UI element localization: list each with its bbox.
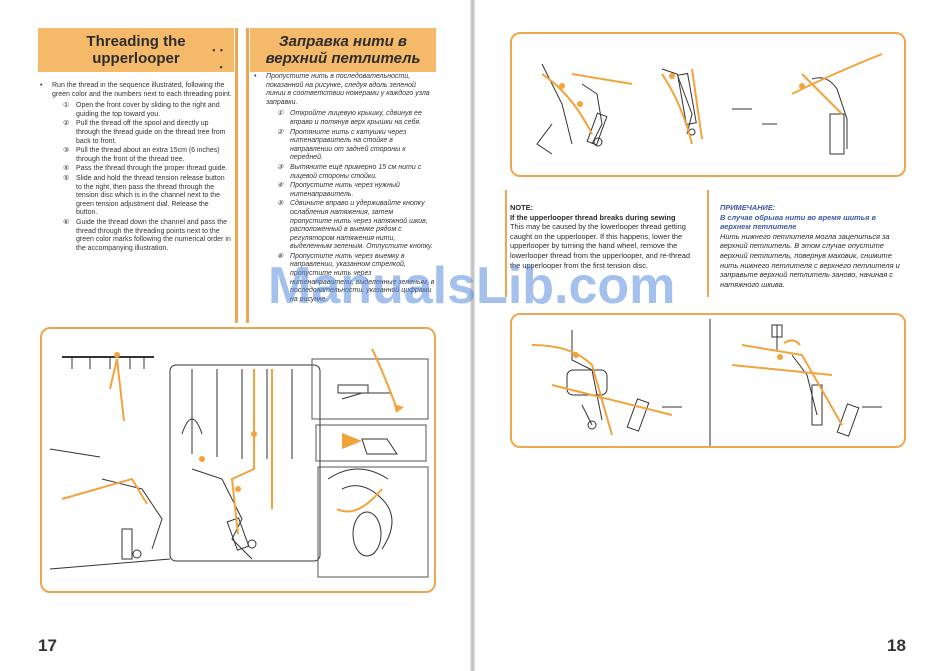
step-text: Пропустите нить через нужный нитенаправи… [290,182,400,198]
step-item: ④ Pass the thread through the proper thre… [63,165,232,174]
step-item: ⑥ Guide the thread down the channel and p… [63,218,232,253]
step-item: ④ Пропустите нить через нужный нитенаправ… [277,182,436,199]
step-text: Сдвиньте вправо и удерживайте кнопку осл… [290,200,433,251]
column-divider-en [235,28,238,323]
note-russian-subheading: В случае обрыва нити во время шитья в ве… [720,212,876,232]
step-text: Pass the thread through the proper threa… [76,165,228,173]
book-gutter [470,0,475,671]
step-item: ⑤ Сдвиньте вправо и удерживайте кнопку ос… [277,200,436,252]
title-russian-line2: верхний петлитель [265,50,421,67]
step-number: ⑥ [63,218,70,226]
step-number: ⑥ [277,252,284,260]
step-number: ① [63,102,70,110]
intro-russian-text: Пропустите нить в последовательности, по… [266,73,430,106]
instructions-english: • Run the thread in the sequence illustr… [40,82,232,254]
step-item: ⑤ Slide and hold the thread tension relea… [63,174,232,218]
title-english: Threading the upperlooper • • • [38,28,234,72]
threading-diagram [49,348,429,578]
page-number-17: 17 [38,636,57,655]
step-item: ⑥ Пропустите нить через выемку в направле… [277,252,436,305]
title-russian: Заправка нити в верхний петлитель [250,28,436,72]
looper-illustration-bottom [510,313,906,448]
bullet-icon: • [40,82,43,89]
step-number: ② [63,120,70,128]
title-english-line1: Threading the [86,33,186,50]
step-number: ⑤ [63,174,70,182]
step-item: ② Протяните нить с катушки через нитенапр… [277,128,436,163]
step-text: Pull the thread about an extra 15cm (6 i… [76,147,220,163]
step-number: ⑤ [277,200,284,208]
note-english-heading: NOTE: [510,203,533,212]
step-text: Вытяните ещё примерно 15 см нити с лицев… [290,163,422,180]
note-russian: ПРИМЕЧАНИЕ: В случае обрыва нити во врем… [720,203,906,289]
looper-illustration-top [510,32,906,177]
instructions-russian: • Пропустите нить в последовательности, … [254,73,436,305]
step-text: Пропустите нить через выемку в направлен… [290,252,435,303]
intro-russian: • Пропустите нить в последовательности, … [254,73,436,107]
note-russian-body: Нить нижнего петлителя могла зацепиться … [720,231,900,289]
column-divider-ru [246,28,249,323]
step-text: Open the front cover by sliding to the r… [76,102,220,118]
title-english-line2: upperlooper [92,50,180,67]
decorative-dots: • • • [212,45,224,72]
note-russian-heading: ПРИМЕЧАНИЕ: [720,203,776,212]
step-number: ③ [277,163,284,171]
steps-english: ① Open the front cover by sliding to the … [40,102,232,253]
step-number: ④ [63,165,70,173]
step-item: ① Откройте лицевую крышку, сдвинув ее впр… [277,110,436,127]
looper-diagram-top [536,53,883,155]
step-text: Guide the thread down the channel and pa… [76,218,231,252]
step-item: ③ Pull the thread about an extra 15cm (6 … [63,147,232,164]
step-text: Откройте лицевую крышку, сдвинув ее впра… [290,110,422,126]
step-number: ③ [63,147,70,155]
note-english: NOTE: If the upperlooper thread breaks d… [510,203,700,270]
steps-russian: ① Откройте лицевую крышку, сдвинув ее впр… [254,110,436,304]
note-divider-en [505,190,507,297]
step-number: ① [277,110,284,118]
intro-english: • Run the thread in the sequence illustr… [40,82,232,99]
step-number: ④ [277,182,284,190]
note-english-body: This may be caused by the lowerlooper th… [510,222,690,270]
step-item: ① Open the front cover by sliding to the … [63,102,232,119]
bullet-icon: • [254,73,257,80]
threading-illustration [40,327,436,593]
note-divider-ru [707,190,709,297]
step-number: ② [277,128,284,136]
intro-english-text: Run the thread in the sequence illustrat… [52,82,232,98]
step-text: Протяните нить с катушки через нитенапра… [290,128,407,162]
step-text: Slide and hold the thread tension releas… [76,174,225,217]
step-item: ② Pull the thread off the spool and direc… [63,120,232,146]
looper-diagram-bottom [531,319,882,446]
page-number-18: 18 [887,636,906,655]
title-russian-line1: Заправка нити в [279,33,407,50]
step-item: ③ Вытяните ещё примерно 15 см нити с лице… [277,163,436,181]
step-text: Pull the thread off the spool and direct… [76,120,226,145]
note-english-subheading: If the upperlooper thread breaks during … [510,212,676,222]
